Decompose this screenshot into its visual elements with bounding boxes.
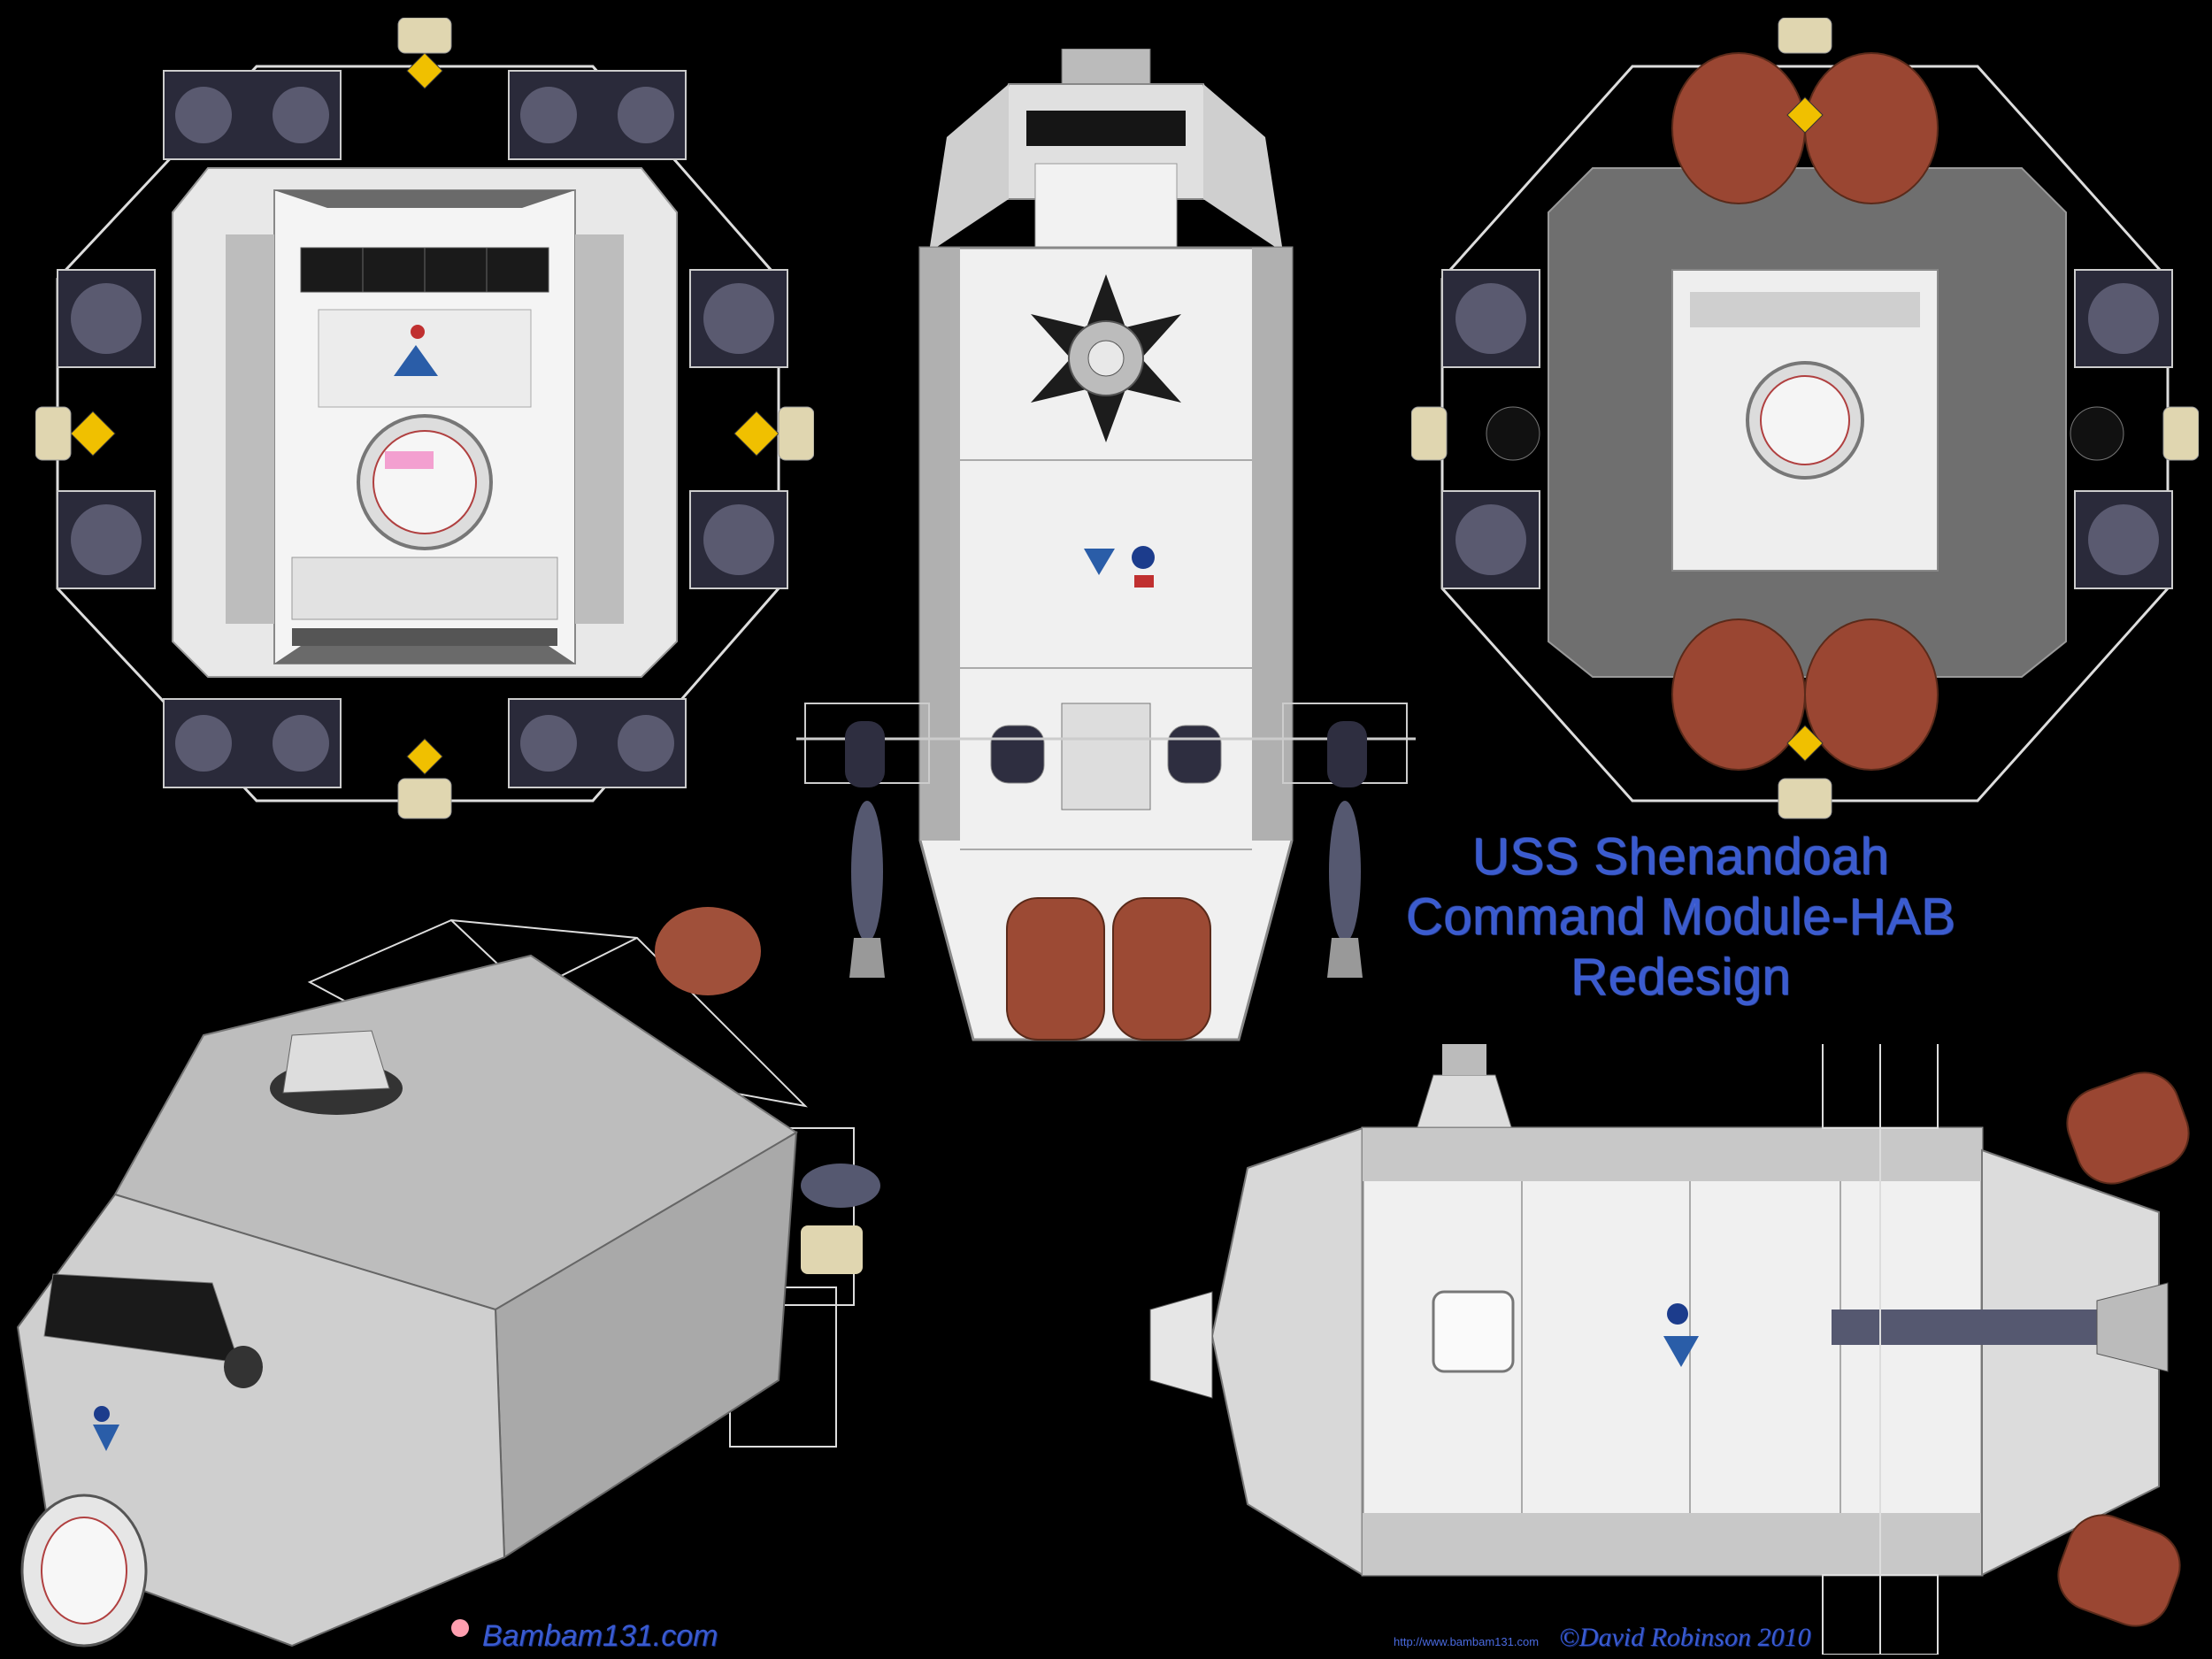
title-line-2: Command Module-HAB [1406, 888, 1956, 946]
author-credit: ©David Robinson 2010 [1559, 1623, 1811, 1652]
side-view [1149, 1044, 2190, 1655]
top-view [796, 49, 1416, 1041]
perspective-view [16, 907, 880, 1647]
title-block: USS Shenandoah Command Module-HAB Redesi… [1363, 827, 2000, 1008]
front-view [35, 18, 814, 819]
title-line-1: USS Shenandoah [1472, 828, 1890, 886]
title-line-3: Redesign [1571, 949, 1792, 1006]
url-credit[interactable]: http://www.bambam131.com [1394, 1635, 1540, 1648]
rear-view [1411, 18, 2199, 819]
site-credit: Bambam131.com [482, 1619, 718, 1653]
